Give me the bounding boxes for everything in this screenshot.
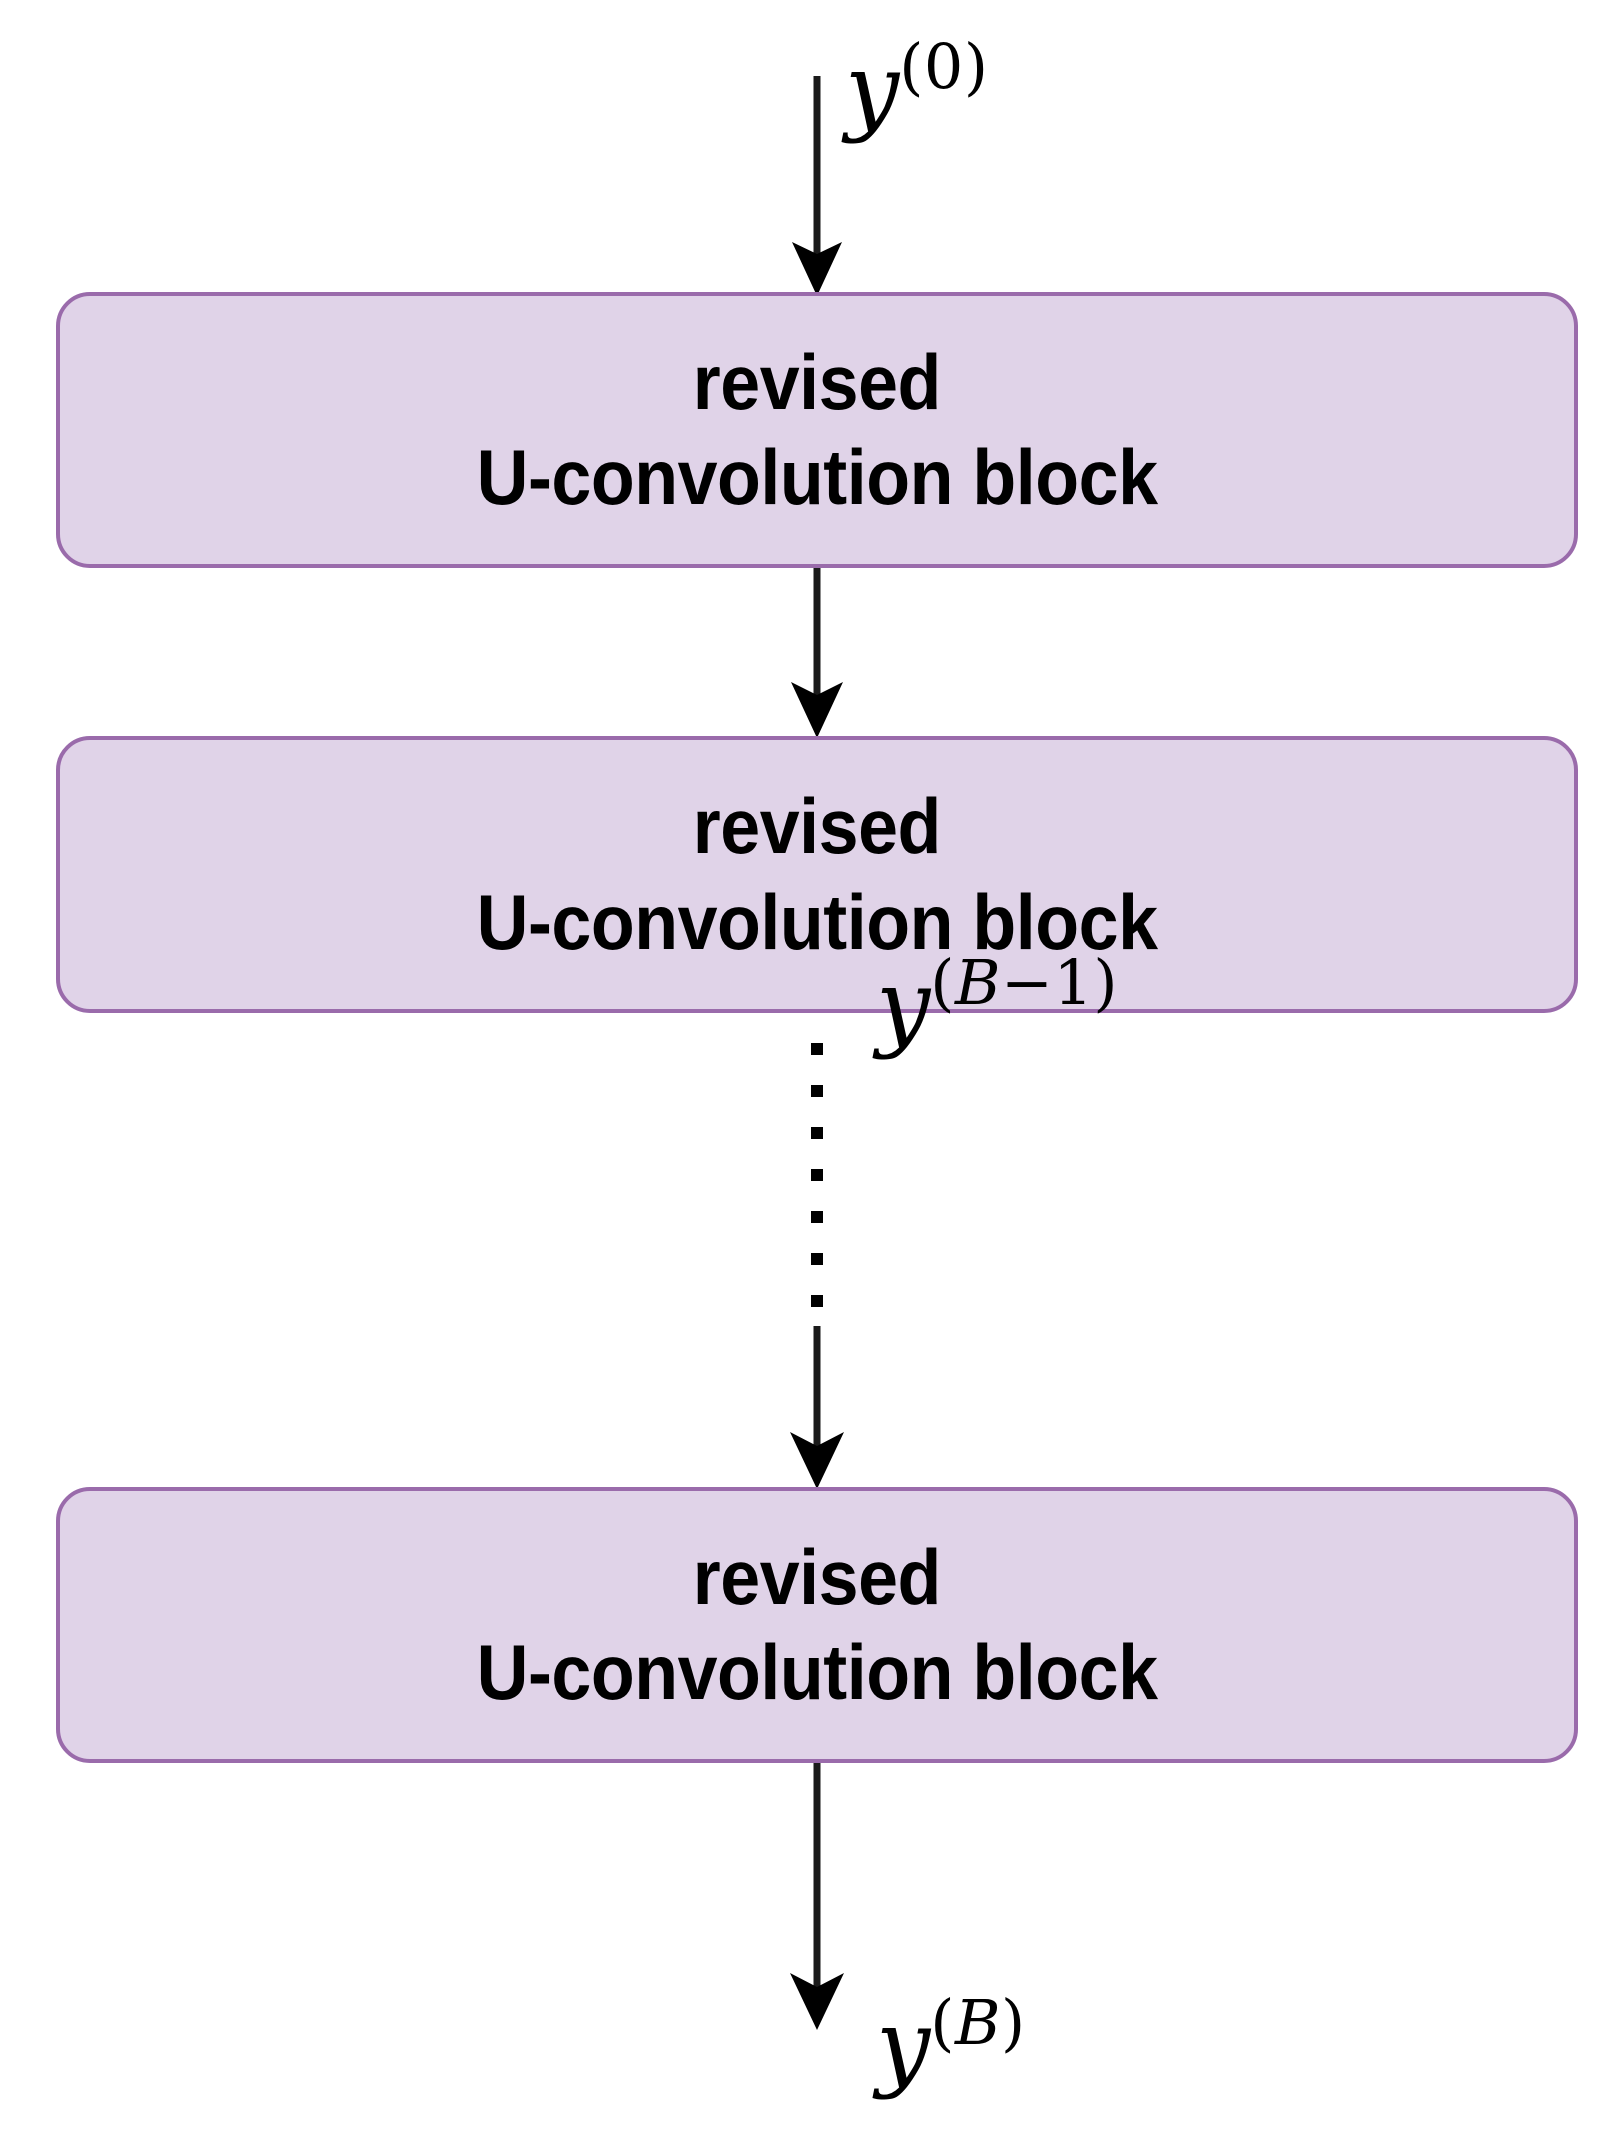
output-sup-var: B [954,1986,1001,2059]
output-tensor-label: y(B) [876,1992,1026,2094]
revised-u-convolution-block-1[interactable]: revised U-convolution block [56,292,1578,568]
block1-to-block2-arrow [791,568,843,738]
block-3-line-2: U-convolution block [476,1628,1158,1716]
revised-u-convolution-block-3[interactable]: revised U-convolution block [56,1487,1578,1763]
output-label-superscript: (B) [930,1986,1025,2059]
input-label-base: y [845,33,900,145]
intermediate-tensor-label: y(B−1) [876,952,1118,1054]
output-sup-open: ( [930,1986,955,2059]
output-arrow [790,1763,844,2030]
intermediate-sup-rest: −1) [1001,946,1119,1019]
input-label-superscript: (0) [899,30,989,103]
intermediate-label-superscript: (B−1) [930,946,1118,1019]
intermediate-sup-open: ( [930,946,955,1019]
intermediate-sup-var: B [954,946,1001,1019]
block-3-line-1: revised [692,1532,942,1621]
block-1-line-1: revised [692,337,942,426]
intermediate-label-base: y [876,949,931,1061]
block2-to-block3-connector [790,1043,844,1489]
revised-u-convolution-block-2[interactable]: revised U-convolution block [56,736,1578,1013]
block-2-line-1: revised [692,782,942,871]
input-tensor-label: y(0) [845,36,989,138]
output-label-base: y [876,1989,931,2101]
block-2-line-2: U-convolution block [476,877,1158,966]
block-1-line-2: U-convolution block [476,433,1158,521]
input-arrow [792,76,842,296]
output-sup-rest: ) [1001,1986,1026,2059]
